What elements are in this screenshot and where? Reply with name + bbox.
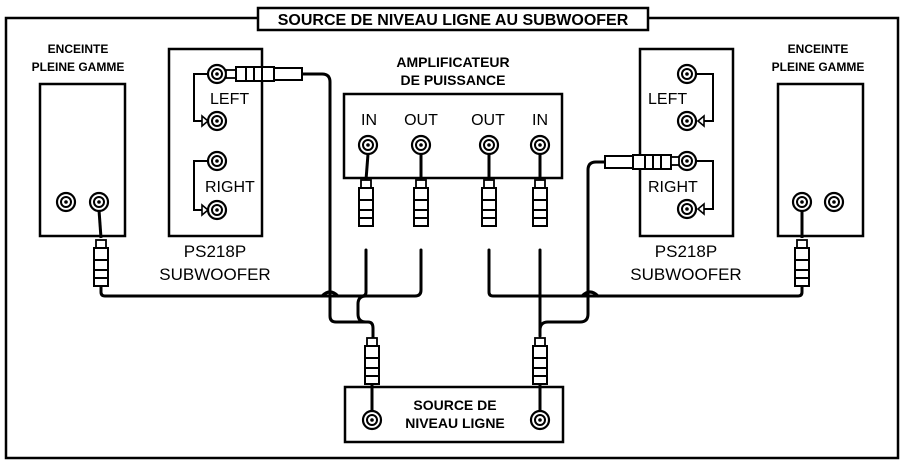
right-sub-left-arrow-icon — [696, 114, 705, 128]
source-left-plug-icon — [364, 337, 380, 385]
left-speaker-jack-1-icon — [55, 191, 77, 213]
right-sub-left-label: LEFT — [648, 91, 687, 108]
left-speaker-lead — [97, 209, 103, 239]
amp-out-left-plug-icon — [413, 179, 429, 227]
left-sub-left-label: LEFT — [210, 91, 249, 108]
right-sub-left-top-jack-icon — [676, 63, 698, 85]
right-sub-right-bottom-jack-icon — [676, 198, 698, 220]
right-sub-name: SUBWOOFER — [630, 265, 741, 284]
amp-in-left-jack-icon — [357, 134, 379, 156]
left-sub-left-bottom-jack-icon — [206, 110, 228, 132]
right-sub-plug-icon — [604, 154, 680, 170]
left-speaker-label-1: ENCEINTE — [48, 42, 109, 56]
amp-in-right-jack-icon — [529, 134, 551, 156]
left-sub-plug-icon — [225, 66, 303, 82]
left-sub-model: PS218P — [184, 242, 246, 261]
left-speaker-label-2: PLEINE GAMME — [32, 60, 125, 74]
right-speaker-box — [776, 82, 865, 238]
right-sub-left-bottom-jack-icon — [676, 110, 698, 132]
source-right-jack-icon — [529, 409, 551, 431]
right-sub-model: PS218P — [655, 242, 717, 261]
cables — [99, 72, 804, 342]
right-speaker-label-1: ENCEINTE — [788, 42, 849, 56]
right-sub-right-arrow-icon — [696, 202, 705, 216]
amp-out-right-jack-icon — [478, 134, 500, 156]
left-sub-left-top-jack-icon — [206, 63, 228, 85]
right-sub-left-link — [697, 73, 714, 122]
right-speaker-plug-icon — [794, 239, 810, 287]
amp-jack-label-2: OUT — [404, 112, 438, 129]
title-box — [256, 6, 650, 32]
right-speaker-jack-1-icon — [791, 191, 813, 213]
right-speaker-label-2: PLEINE GAMME — [772, 60, 865, 74]
amp-jack-label-1: IN — [361, 112, 377, 129]
left-sub-right-label: RIGHT — [205, 179, 255, 196]
left-sub-right-arrow-icon — [201, 203, 210, 217]
amp-label-2: DE PUISSANCE — [400, 72, 505, 88]
amp-in-right-plug-icon — [532, 179, 548, 227]
source-left-jack-icon — [361, 409, 383, 431]
amp-jack-label-4: IN — [532, 112, 548, 129]
amp-in-left-plug-icon — [358, 179, 374, 227]
left-speaker-jack-2-icon — [88, 191, 110, 213]
right-sub-right-link — [697, 160, 714, 210]
left-speaker-plug-icon — [93, 239, 109, 287]
right-speaker-jack-2-icon — [823, 191, 845, 213]
amp-jack-label-3: OUT — [471, 112, 505, 129]
amp-out-left-jack-icon — [410, 134, 432, 156]
left-speaker-box — [38, 82, 127, 238]
amp-leads — [364, 153, 542, 181]
right-sub-right-label: RIGHT — [648, 179, 698, 196]
source-label-2: NIVEAU LIGNE — [405, 415, 505, 431]
source-right-plug-icon — [532, 337, 548, 385]
source-box — [343, 385, 565, 444]
left-sub-right-bottom-jack-icon — [206, 199, 228, 221]
left-sub-left-arrow-icon — [201, 114, 210, 128]
amp-label-1: AMPLIFICATEUR — [396, 54, 509, 70]
right-sub-right-top-jack-icon — [676, 150, 698, 172]
amp-box — [342, 92, 564, 180]
amp-out-right-plug-icon — [481, 179, 497, 227]
left-sub-left-link — [193, 73, 207, 122]
diagram-title: SOURCE DE NIVEAU LIGNE AU SUBWOOFER — [278, 12, 629, 29]
source-label-1: SOURCE DE — [413, 397, 496, 413]
left-sub-right-top-jack-icon — [206, 150, 228, 172]
left-sub-name: SUBWOOFER — [159, 265, 270, 284]
left-sub-right-link — [193, 160, 207, 211]
